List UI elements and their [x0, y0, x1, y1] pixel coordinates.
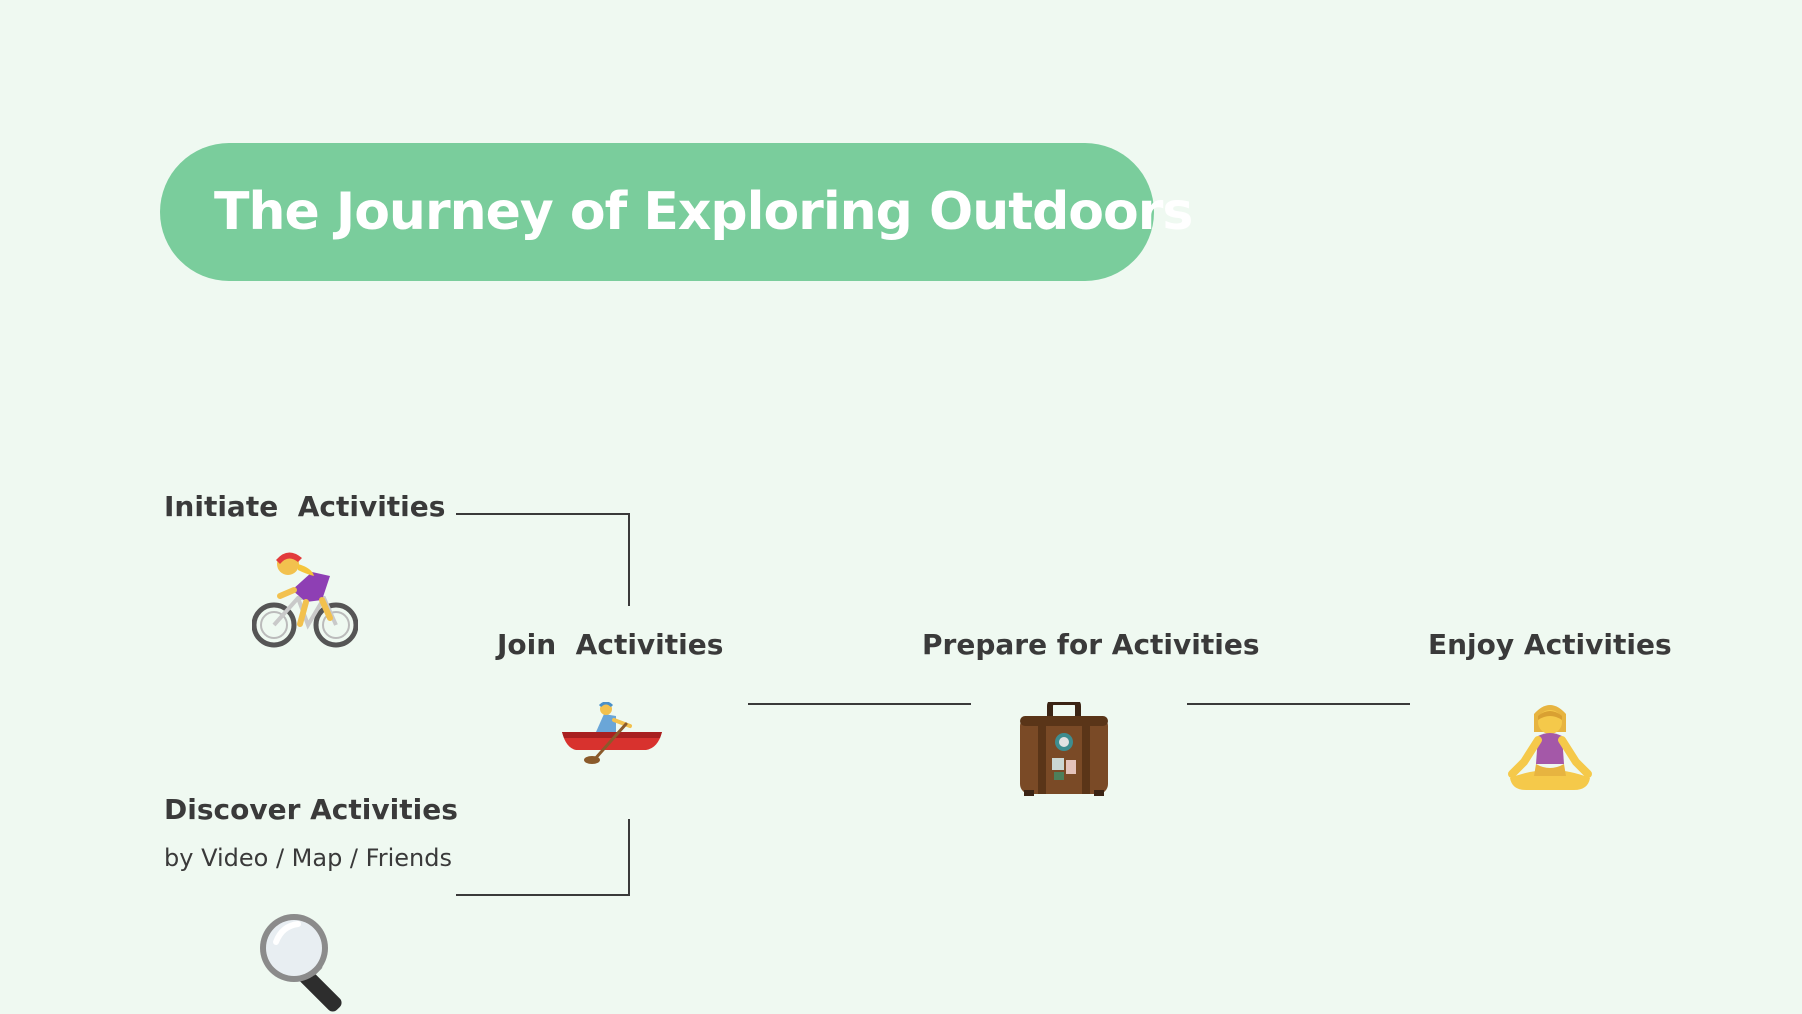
page-title: The Journey of Exploring Outdoors: [214, 182, 1193, 242]
discover-activities-label: Discover Activities: [164, 793, 458, 826]
magnifying-glass-icon: [260, 914, 342, 1012]
enjoy-activities-label: Enjoy Activities: [1428, 628, 1672, 661]
suitcase-icon: [1020, 702, 1108, 796]
join-activities-label: Join Activities: [497, 628, 724, 661]
rowboat-icon: [562, 702, 662, 764]
connector-discover-to-join: [456, 819, 630, 896]
title-banner: The Journey of Exploring Outdoors: [160, 143, 1193, 281]
connector-initiate-to-join: [456, 513, 630, 606]
cyclist-icon: [252, 552, 358, 648]
prepare-activities-label: Prepare for Activities: [922, 628, 1260, 661]
initiate-activities-label: Initiate Activities: [164, 490, 446, 523]
yoga-person-icon: [1508, 705, 1592, 790]
discover-activities-subtitle: by Video / Map / Friends: [164, 844, 452, 872]
